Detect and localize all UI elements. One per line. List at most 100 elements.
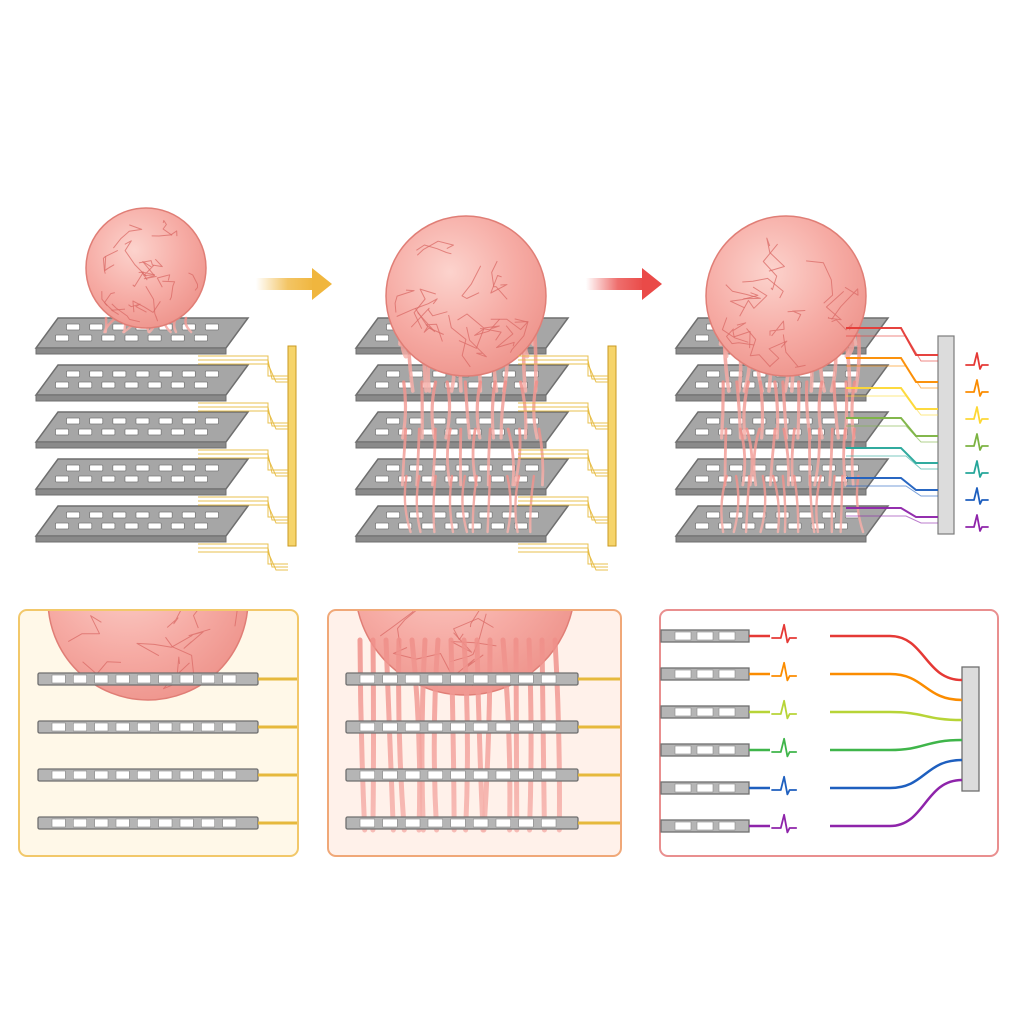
gold-trace bbox=[198, 543, 288, 565]
mesh-cross-section bbox=[660, 629, 750, 643]
detail-panel-attachment bbox=[18, 565, 299, 857]
mesh-hole bbox=[695, 475, 710, 483]
mesh-hole bbox=[674, 821, 692, 831]
mesh-hole bbox=[674, 669, 692, 679]
action-potential-spike-icon bbox=[771, 623, 798, 644]
gold-trace bbox=[518, 551, 608, 571]
mesh-hole bbox=[158, 674, 173, 684]
mesh-hole bbox=[518, 674, 534, 684]
organoid-fold bbox=[491, 260, 508, 300]
mesh-hole bbox=[450, 770, 466, 780]
mesh-hole bbox=[810, 475, 825, 483]
organoid-fold bbox=[126, 569, 147, 590]
mesh-hole bbox=[386, 417, 401, 425]
mesh-hole bbox=[541, 674, 557, 684]
neural-projection bbox=[401, 380, 408, 440]
neural-projection bbox=[839, 474, 844, 534]
organoid-fold bbox=[162, 280, 176, 301]
organoid-fold bbox=[67, 615, 102, 643]
mesh-hole bbox=[204, 464, 219, 472]
organoid-fold bbox=[111, 303, 141, 323]
recording-wire bbox=[830, 710, 963, 722]
organoid-fold bbox=[439, 567, 481, 604]
mesh-hole bbox=[179, 770, 194, 780]
mesh-hole bbox=[179, 722, 194, 732]
mesh-hole bbox=[696, 745, 714, 755]
neural-projection bbox=[759, 474, 767, 534]
gold-trace bbox=[518, 457, 608, 477]
neural-projection bbox=[370, 637, 377, 833]
action-potential-spike-icon bbox=[965, 514, 989, 532]
neural-projection bbox=[793, 474, 800, 534]
mesh-hole bbox=[201, 722, 215, 732]
action-potential-spike-icon bbox=[965, 406, 989, 424]
organoid-fold bbox=[397, 611, 443, 649]
mesh-hole bbox=[66, 370, 81, 378]
mesh-hole bbox=[101, 334, 116, 342]
mesh-hole bbox=[495, 818, 511, 828]
mesh-hole bbox=[137, 722, 151, 732]
mesh-hole bbox=[101, 522, 116, 530]
mesh-hole bbox=[51, 674, 66, 684]
mesh-hole bbox=[674, 783, 692, 793]
neural-projection bbox=[732, 474, 740, 534]
mesh-layer bbox=[34, 411, 250, 449]
mesh-hole bbox=[94, 674, 109, 684]
mesh-hole bbox=[222, 674, 237, 684]
organoid-fold bbox=[410, 307, 448, 328]
organoid-fold bbox=[721, 317, 751, 349]
mesh-hole bbox=[147, 334, 162, 342]
organoid-fold bbox=[768, 340, 788, 367]
mesh-hole bbox=[179, 818, 194, 828]
mesh-hole bbox=[78, 381, 93, 389]
mesh-hole bbox=[201, 818, 215, 828]
organoid-fold bbox=[806, 260, 834, 304]
mesh-hole bbox=[201, 770, 215, 780]
mesh-hole bbox=[124, 381, 139, 389]
mesh-hole bbox=[405, 722, 421, 732]
mesh-layer bbox=[674, 505, 890, 543]
mesh-hole bbox=[89, 323, 104, 331]
mesh-hole bbox=[158, 464, 173, 472]
neural-projection bbox=[463, 380, 472, 440]
panel-frame bbox=[659, 609, 999, 857]
neural-projection bbox=[758, 380, 765, 440]
organoid-fold bbox=[457, 313, 500, 329]
mesh-hole bbox=[201, 674, 215, 684]
mesh-hole bbox=[696, 669, 714, 679]
gold-trace bbox=[198, 496, 288, 518]
mesh-hole bbox=[204, 511, 219, 519]
organoid-fold bbox=[133, 565, 153, 593]
neural-projection bbox=[782, 427, 790, 487]
mesh-hole bbox=[181, 464, 196, 472]
mesh-hole bbox=[473, 674, 489, 684]
neural-projection bbox=[815, 474, 822, 534]
mesh-layer bbox=[354, 505, 570, 543]
neural-projection bbox=[817, 380, 824, 440]
mesh-hole bbox=[718, 707, 736, 717]
neural-projection bbox=[415, 427, 421, 487]
mesh-hole bbox=[696, 783, 714, 793]
neural-projection bbox=[832, 380, 840, 440]
mesh-hole bbox=[821, 511, 836, 519]
mesh-cross-section bbox=[660, 781, 750, 795]
mesh-hole bbox=[94, 770, 109, 780]
recording-connector bbox=[961, 666, 980, 792]
mesh-hole bbox=[473, 722, 489, 732]
mesh-hole bbox=[375, 381, 390, 389]
mesh-hole bbox=[524, 511, 539, 519]
mesh-hole bbox=[359, 770, 375, 780]
right-arrow-icon bbox=[586, 268, 662, 300]
mesh-hole bbox=[124, 475, 139, 483]
action-potential-spike-icon bbox=[965, 487, 989, 505]
mesh-hole bbox=[193, 475, 208, 483]
organoid-fold bbox=[451, 553, 479, 562]
neural-projection bbox=[842, 427, 848, 487]
mesh-hole bbox=[78, 334, 93, 342]
mesh-hole bbox=[455, 464, 470, 472]
mesh-hole bbox=[524, 464, 539, 472]
gold-trace bbox=[518, 363, 608, 383]
neural-projection bbox=[742, 380, 750, 440]
recording-wire bbox=[846, 477, 938, 491]
organoid-fold bbox=[762, 243, 778, 291]
